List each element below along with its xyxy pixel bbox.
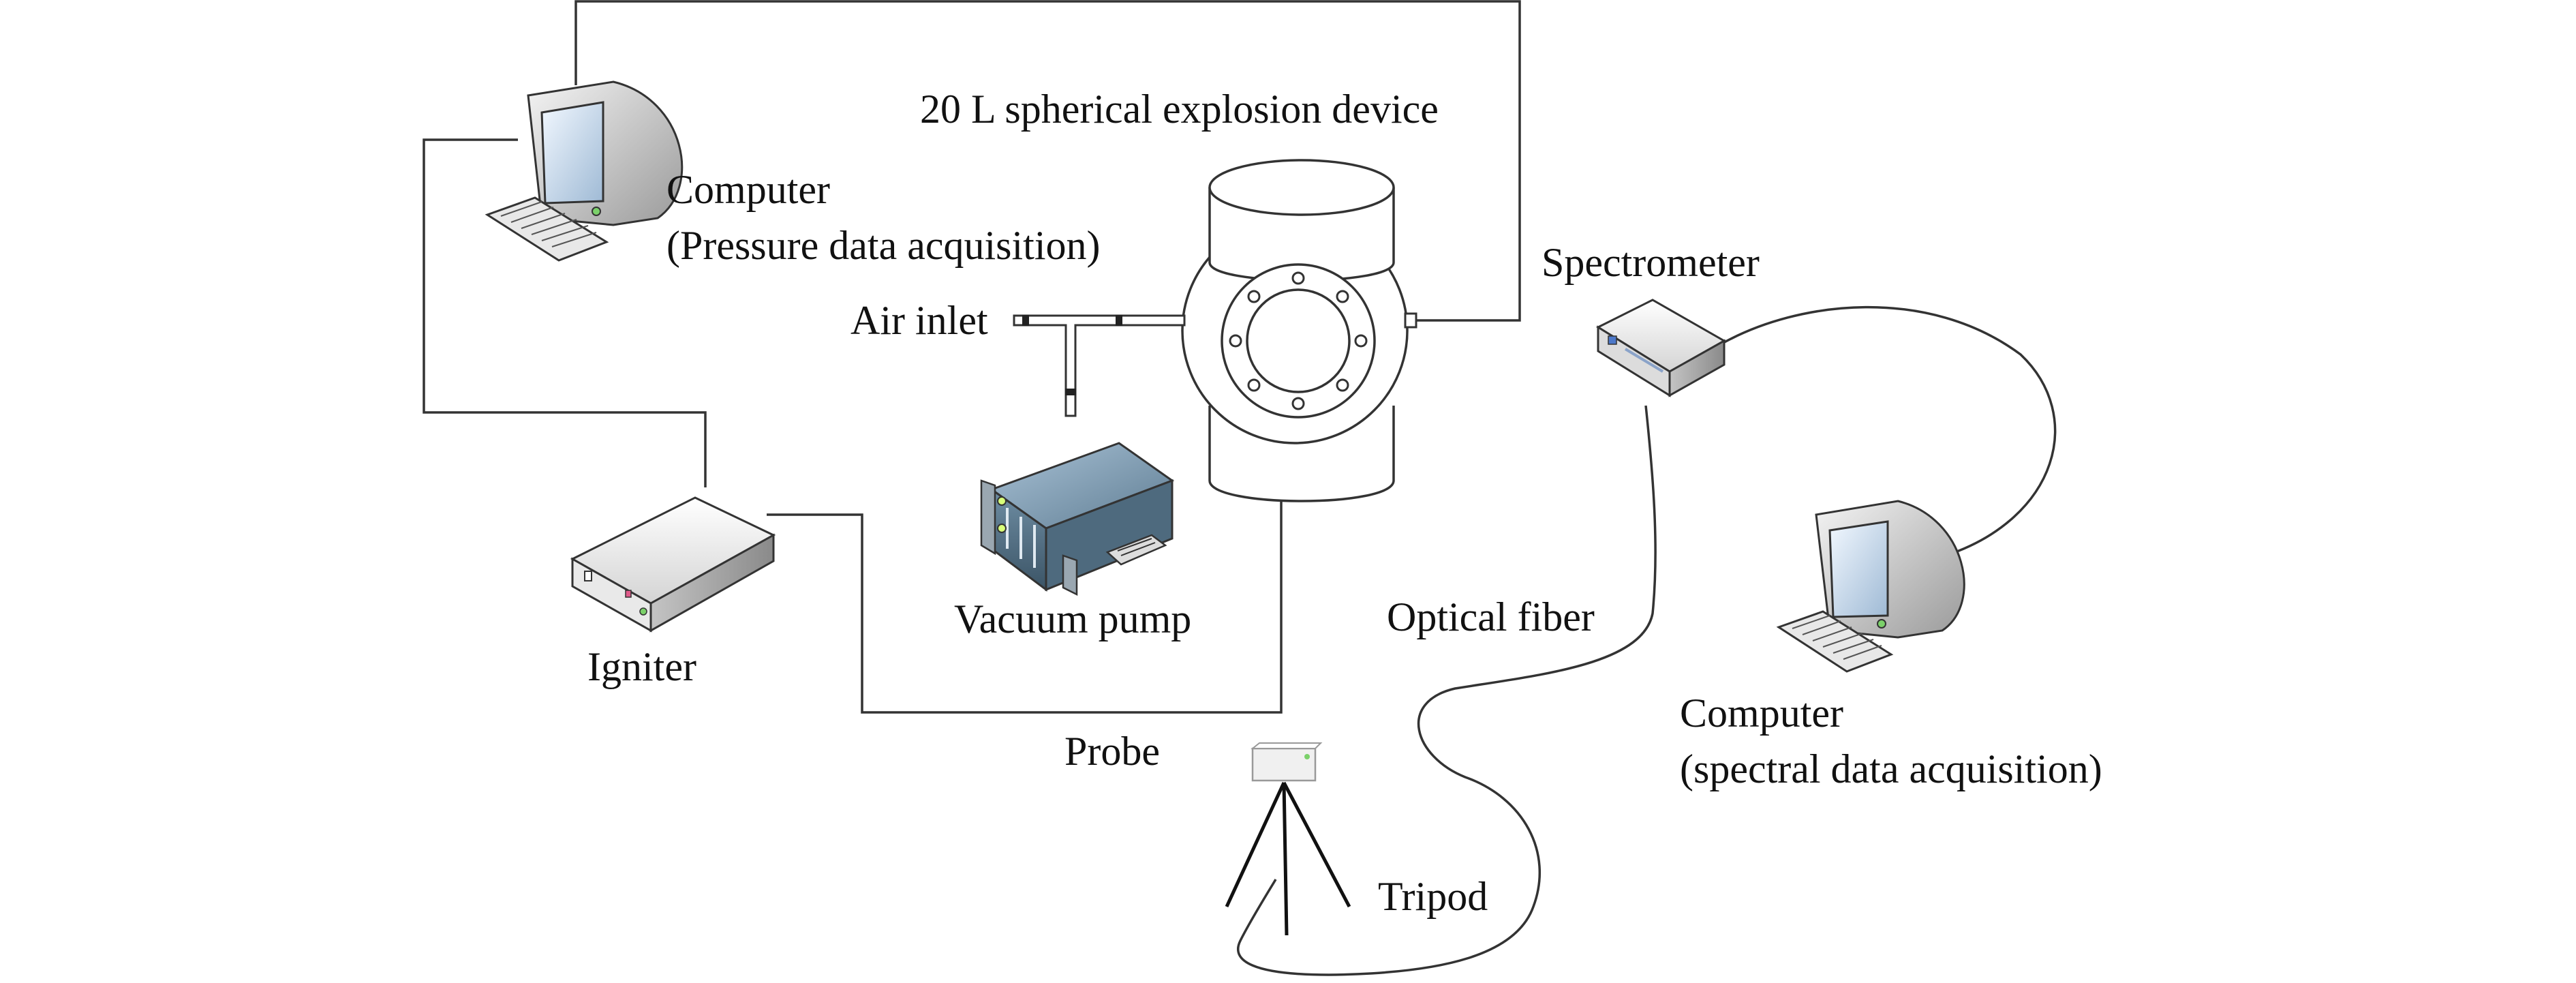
air-inlet-pipe	[1013, 314, 1186, 417]
spectral-computer-label: Computer	[1680, 691, 1843, 736]
window-bolts	[1229, 271, 1368, 410]
pump-valve-icon	[1065, 389, 1076, 395]
probe-label: Probe	[1064, 729, 1160, 774]
igniter-control-wire	[423, 138, 707, 487]
explosion-device	[1181, 159, 1417, 502]
optical-fiber-cable	[1236, 405, 1657, 976]
tripod-legs	[1225, 781, 1351, 936]
pressure-signal-wire	[574, 0, 1521, 322]
probe-wire	[767, 501, 1283, 714]
spectrometer-side	[1668, 339, 1726, 397]
spectral-computer	[1776, 500, 1965, 673]
pressure-computer-label: Computer	[666, 167, 830, 212]
probe-tripod	[1225, 742, 1351, 936]
monitor-screen	[540, 101, 604, 205]
device-pressure-port	[1404, 312, 1417, 329]
spectrometer-label: Spectrometer	[1542, 240, 1760, 285]
labels: 20 L spherical explosion device Computer…	[587, 87, 2102, 919]
connection-lines	[423, 0, 2057, 976]
keyboard-icon	[1776, 610, 1894, 673]
air-inlet-label: Air inlet	[850, 298, 988, 343]
tripod-label: Tripod	[1378, 874, 1488, 919]
igniter-side	[649, 533, 775, 633]
monitor-screen	[1828, 520, 1889, 618]
pressure-computer	[485, 80, 684, 262]
spectrometer	[1595, 299, 1727, 397]
igniter-label: Igniter	[587, 644, 696, 689]
vacuum-pump	[980, 442, 1175, 596]
spectrometer-computer-cable	[1720, 305, 2057, 557]
pipe-valve-icon	[1116, 315, 1122, 326]
probe-head	[1251, 747, 1317, 782]
igniter-led-icon	[625, 590, 632, 598]
device-top-lid	[1208, 159, 1395, 216]
air-inlet-valve-icon	[1022, 315, 1029, 326]
vacuum-pump-label: Vacuum pump	[954, 596, 1191, 641]
pump-bracket	[980, 479, 996, 556]
device-window-inner	[1246, 288, 1351, 393]
igniter	[570, 496, 776, 633]
pressure-computer-sublabel: (Pressure data acquisition)	[666, 223, 1100, 268]
spectral-computer-sublabel: (spectral data acquisition)	[1680, 746, 2102, 791]
device-label: 20 L spherical explosion device	[920, 87, 1439, 132]
power-led-icon	[592, 207, 601, 216]
optical-fiber-label: Optical fiber	[1387, 594, 1595, 639]
